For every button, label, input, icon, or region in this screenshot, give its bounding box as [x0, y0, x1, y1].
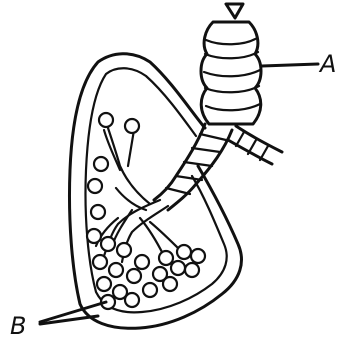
- alveolus: [94, 157, 108, 171]
- alveolus: [163, 277, 177, 291]
- alveolus: [125, 119, 139, 133]
- alveolus: [159, 251, 173, 265]
- twisted-duct: [154, 124, 232, 210]
- alveolus: [99, 113, 113, 127]
- alveolus: [88, 179, 102, 193]
- label-a: A: [318, 50, 336, 78]
- alveolus: [117, 243, 131, 257]
- alveolus: [171, 261, 185, 275]
- label-b: B: [10, 312, 26, 340]
- alveolus: [177, 245, 191, 259]
- alveolus: [185, 263, 199, 277]
- top-triangle: [226, 4, 243, 18]
- alveolus: [135, 255, 149, 269]
- label-a-leader: [262, 64, 318, 66]
- alveolus: [125, 293, 139, 307]
- alveolus: [109, 263, 123, 277]
- segmented-tube-a: [201, 22, 261, 124]
- alveolus: [87, 229, 101, 243]
- alveolus: [127, 269, 141, 283]
- alveolus: [91, 205, 105, 219]
- side-duct: [228, 126, 282, 164]
- alveolus: [97, 277, 111, 291]
- alveolus: [191, 249, 205, 263]
- alveolus: [93, 255, 107, 269]
- alveolus: [143, 283, 157, 297]
- alveolus: [101, 237, 115, 251]
